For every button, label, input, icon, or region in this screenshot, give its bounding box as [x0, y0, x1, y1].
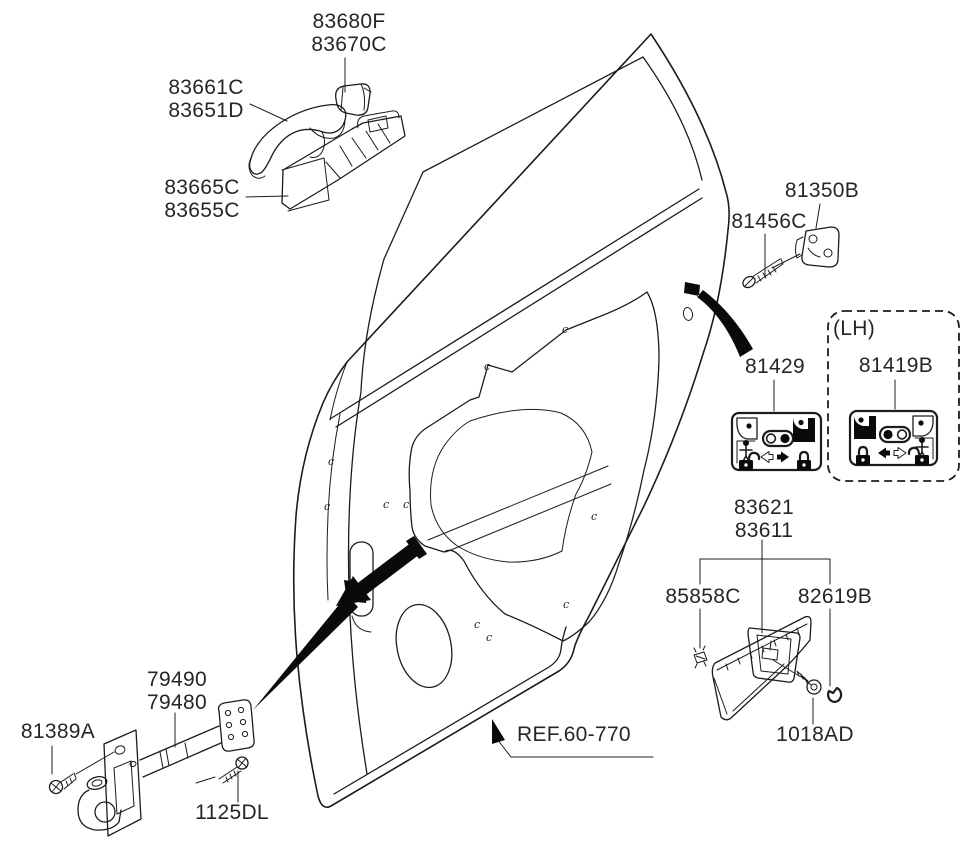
clip-mark: c [563, 598, 569, 611]
door-corner-filled-icon [854, 416, 876, 439]
part-label-81456C: 81456C [731, 210, 807, 233]
person-icon [914, 437, 934, 460]
handle-cap-drawing [335, 83, 372, 116]
clip-mark: c [562, 323, 568, 336]
trim-clip-drawing [693, 645, 708, 669]
door-corner-filled-icon [793, 418, 815, 442]
part-label-83665C: 83665C 83655C [164, 176, 240, 222]
part-label-1125DL: 1125DL [195, 801, 269, 824]
ref-leader-line [496, 738, 654, 758]
leader-lines [51, 57, 896, 803]
handle-base-drawing [281, 110, 406, 212]
clip-mark: c [484, 360, 490, 373]
door-panel-drawing: c c c c c c c c c c [292, 33, 730, 809]
lh-tag: (LH) [833, 317, 876, 340]
padlock-open-icon [907, 446, 929, 465]
door-striker-drawing [795, 226, 840, 268]
door-checker-drawing [77, 699, 255, 837]
install-direction-arrows [253, 282, 753, 710]
bezel-ring-drawing [827, 686, 843, 703]
clip-mark: c [474, 618, 480, 631]
arrow-right-outline-icon [893, 447, 907, 459]
ref-label: REF.60-770 [517, 723, 631, 746]
part-label-83680F: 83680F 83670C [311, 10, 387, 56]
clip-mark: c [403, 498, 409, 511]
clip-mark: c [486, 631, 492, 644]
part-label-83661C: 83661C 83651D [168, 76, 244, 122]
part-label-79490: 79490 79480 [147, 668, 207, 714]
clip-mark: c [324, 500, 330, 513]
clip-mark: c [383, 498, 389, 511]
door-corner-icon [736, 417, 758, 440]
person-icon [736, 440, 756, 464]
clip-mark: c [591, 510, 597, 523]
checker-bolt-drawing [48, 751, 115, 795]
part-label-85858C: 85858C [665, 585, 741, 608]
padlock-closed-icon [856, 445, 870, 465]
clip-mark: c [328, 455, 334, 468]
ref-arrowhead [492, 719, 505, 744]
padlock-closed-icon [797, 450, 811, 470]
child-lock-icon-lh [848, 409, 939, 467]
arrow-left-solid-icon [878, 447, 890, 459]
trim-screw-drawing [796, 670, 822, 695]
striker-screw-drawing [742, 253, 801, 289]
child-lock-icon-rh [730, 411, 823, 472]
body-side-bolt-drawing [195, 756, 249, 784]
arrow-right-solid-icon [777, 451, 789, 463]
inner-handle-trim-drawing [711, 615, 812, 721]
part-label-1018AD: 1018AD [776, 723, 854, 746]
door-corner-icon [912, 415, 934, 437]
part-label-81350B: 81350B [784, 179, 860, 202]
lock-slider-icon [878, 425, 912, 444]
outside-handle-drawing [248, 104, 347, 179]
part-label-82619B: 82619B [797, 585, 873, 608]
padlock-open-icon [739, 451, 761, 470]
part-label-81419B: 81419B [858, 354, 934, 377]
part-label-81429: 81429 [745, 355, 805, 378]
part-label-83621: 83621 83611 [734, 496, 794, 542]
arrow-left-outline-icon [760, 451, 774, 463]
lock-slider-icon [761, 429, 795, 448]
part-label-81389A: 81389A [20, 720, 96, 743]
